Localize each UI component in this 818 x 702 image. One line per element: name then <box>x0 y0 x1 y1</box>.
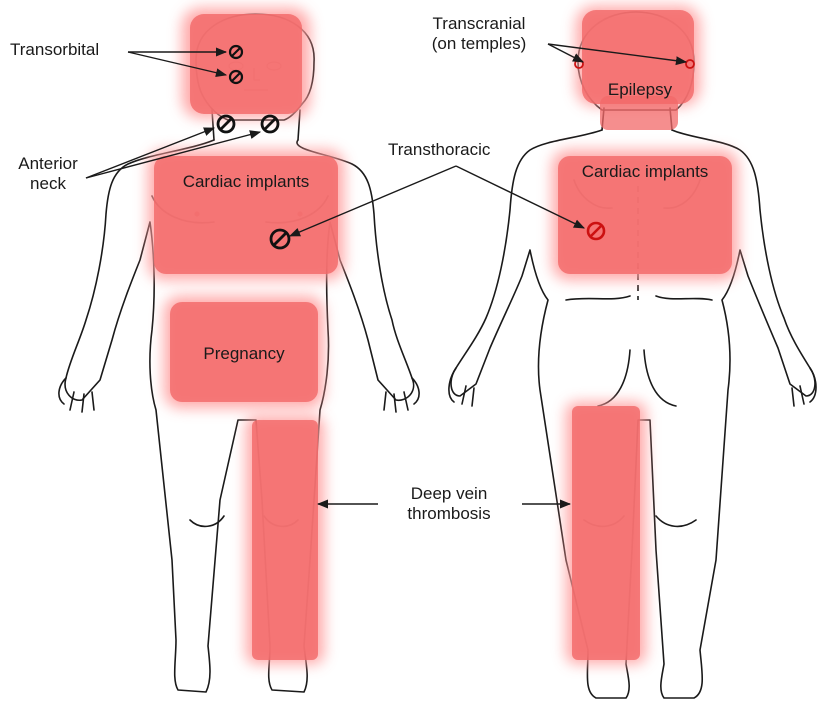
label-epilepsy: Epilepsy <box>590 80 690 100</box>
label-cardiac-back: Cardiac implants <box>550 162 740 182</box>
label-dvt-line2: thrombosis <box>384 504 514 524</box>
label-transcranial-line1: Transcranial <box>404 14 554 34</box>
prohibited-icon <box>262 116 278 132</box>
label-deep-vein-thrombosis: Deep vein thrombosis <box>384 484 514 524</box>
label-dvt-line1: Deep vein <box>384 484 514 504</box>
label-anterior-neck: Anterior neck <box>8 154 88 194</box>
zone-back-neck <box>600 96 678 130</box>
label-anterior-neck-line1: Anterior <box>8 154 88 174</box>
zone-front-head <box>182 8 310 118</box>
label-transcranial-line2: (on temples) <box>404 34 554 54</box>
zone-front-leg <box>246 416 324 664</box>
label-transthoracic: Transthoracic <box>388 140 490 160</box>
label-anterior-neck-line2: neck <box>8 174 88 194</box>
zone-back-leg <box>566 402 646 664</box>
risk-zones <box>148 6 738 664</box>
label-transorbital: Transorbital <box>10 40 99 60</box>
label-cardiac-front: Cardiac implants <box>154 172 338 192</box>
label-transcranial: Transcranial (on temples) <box>404 14 554 54</box>
label-pregnancy: Pregnancy <box>170 344 318 364</box>
zone-front-chest <box>148 150 344 280</box>
